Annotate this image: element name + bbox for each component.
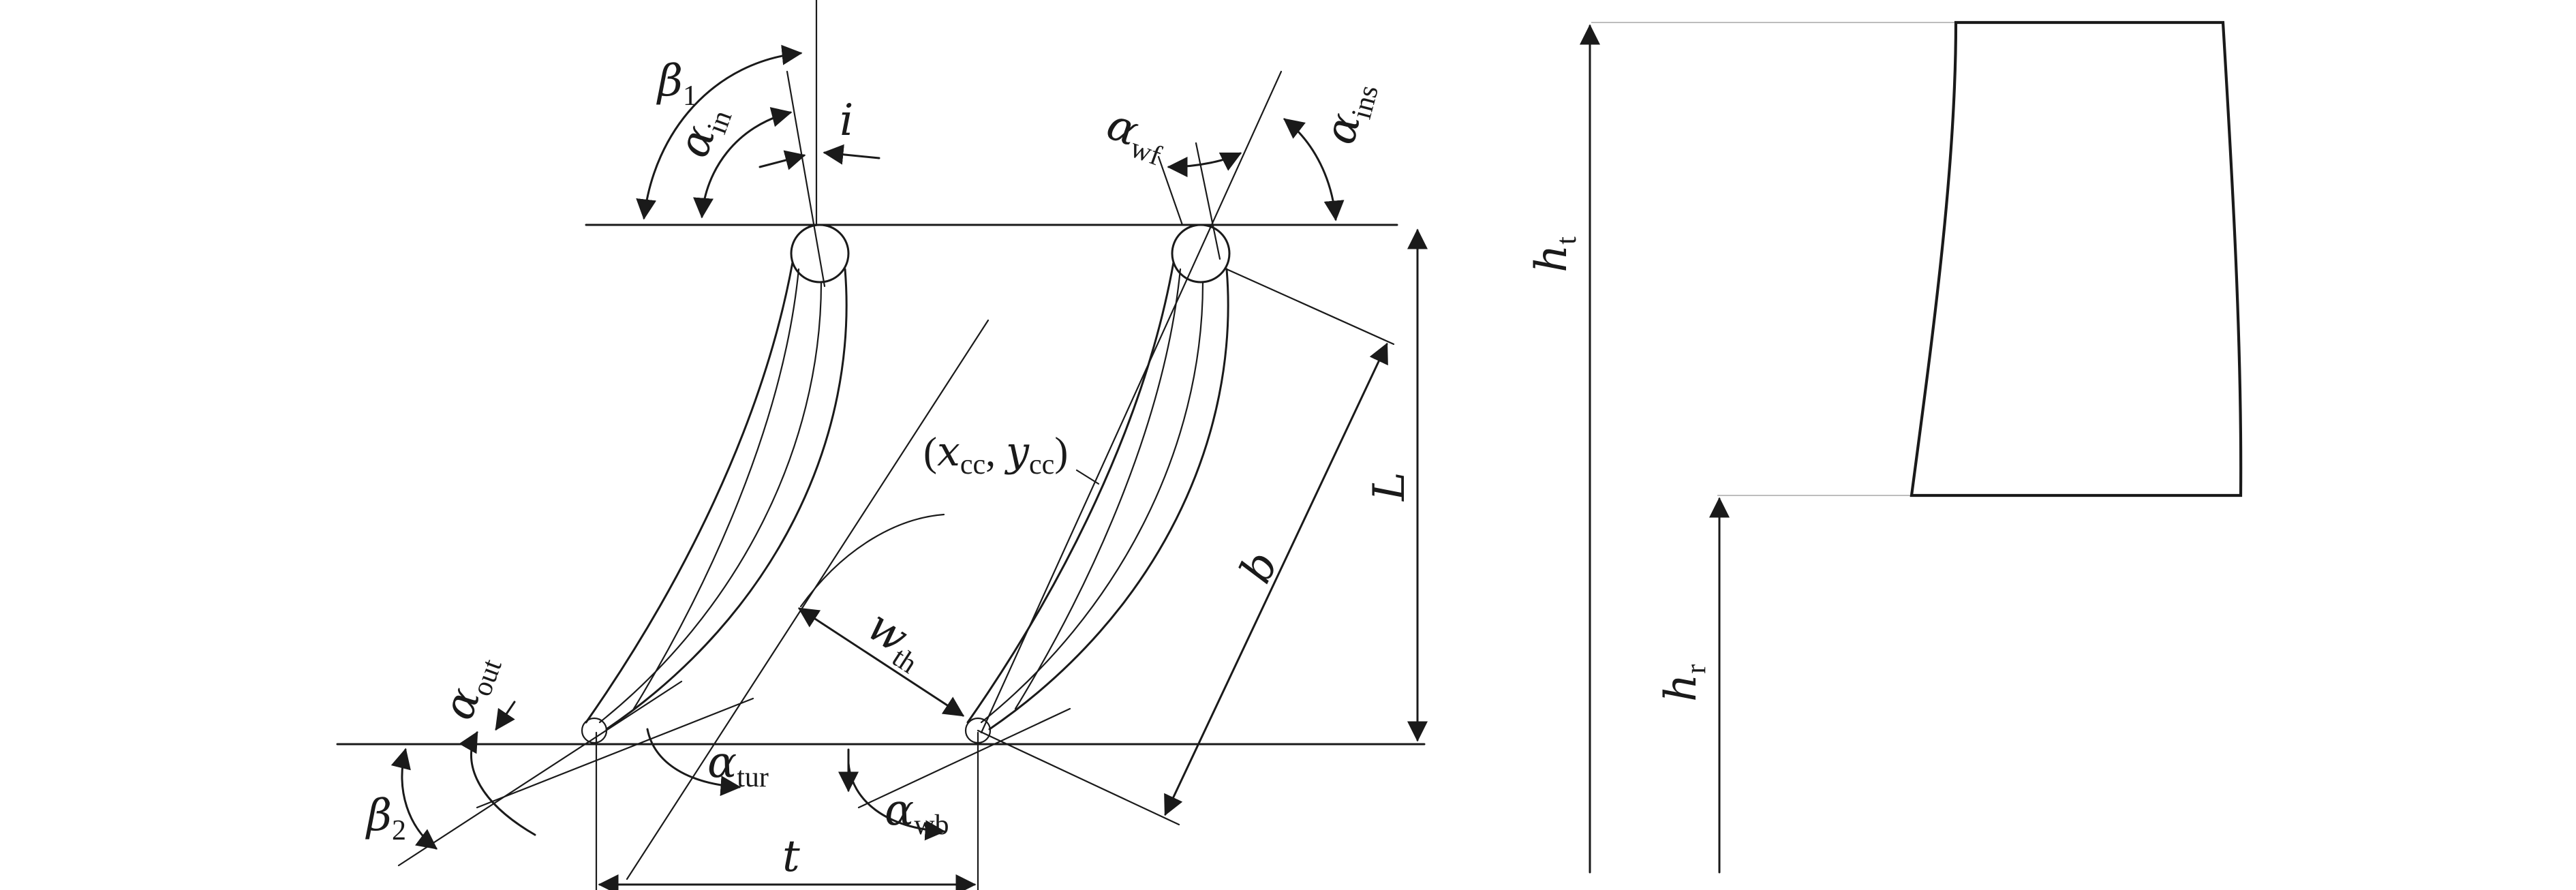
incidence-arrow-left bbox=[758, 150, 806, 170]
camber-line-left bbox=[598, 281, 823, 724]
leading-edge-circle-right bbox=[1171, 224, 1231, 283]
inlet-flow-direction-line bbox=[980, 70, 1283, 734]
true-chord-label: b bbox=[1231, 544, 1288, 591]
exit-metal-line bbox=[476, 697, 754, 809]
incidence-label: i bbox=[840, 95, 853, 146]
span-geometry: ht hr bbox=[1527, 20, 2243, 874]
camber-line-right bbox=[980, 281, 1204, 724]
alpha-out-label: αout bbox=[433, 647, 508, 728]
beta1-angle-arc bbox=[636, 44, 803, 220]
leading-edge-circle-left bbox=[790, 224, 850, 283]
alpha-tur-label: αtur bbox=[707, 737, 769, 793]
alpha-wb-label: αwb bbox=[885, 785, 949, 841]
blade-chord-top-extension bbox=[1225, 268, 1395, 346]
centroid-label: (xcc, ycc) bbox=[923, 428, 1068, 480]
root-height-label: hr bbox=[1656, 664, 1712, 702]
exit-flow-line bbox=[397, 680, 683, 867]
centroid-leader-line bbox=[1075, 469, 1100, 485]
suction-side-tangent-arc bbox=[799, 513, 945, 608]
axial-chord-label: L bbox=[1364, 472, 1415, 502]
blade-inlet-angle-line bbox=[786, 70, 826, 288]
alpha-ins-label: αins bbox=[1315, 76, 1385, 151]
beta2-label: β2 bbox=[365, 791, 406, 846]
true-chord-dimension bbox=[1164, 342, 1388, 816]
blade-pressure-side-left bbox=[585, 261, 794, 724]
blade-inner-line-left bbox=[632, 268, 800, 710]
blade-suction-side-left bbox=[605, 268, 848, 731]
throat-tangent-line bbox=[626, 319, 990, 880]
alpha-in-angle-arc bbox=[693, 107, 793, 219]
blade-inner-line-right bbox=[1014, 268, 1182, 710]
blade-pressure-side-right bbox=[966, 261, 1175, 724]
beta2-angle-arc bbox=[390, 748, 438, 850]
alpha-wf-angle-arc bbox=[1167, 152, 1242, 177]
blade-span-profile bbox=[1910, 20, 2243, 497]
blade-suction-side-right bbox=[988, 268, 1229, 731]
incidence-arrow-right bbox=[823, 144, 880, 165]
pitch-label: t bbox=[782, 831, 800, 882]
alpha-in-label: αin bbox=[668, 98, 738, 166]
cascade-geometry: β1 αin i αwf αins (xcc, ycc) L b wth αou… bbox=[336, 0, 1428, 890]
alpha-wf-label: αwf bbox=[1099, 99, 1174, 172]
alpha-ins-angle-arc bbox=[1283, 118, 1345, 221]
beta1-label: β1 bbox=[656, 56, 697, 112]
wedge-back-line bbox=[857, 707, 1071, 809]
alpha-out-angle-arc bbox=[459, 731, 536, 836]
blade-chord-bottom-extension bbox=[977, 729, 1180, 826]
alpha-out-arrow bbox=[495, 701, 516, 731]
throat-width-dimension bbox=[797, 607, 965, 717]
alpha-tur-angle-arc bbox=[646, 728, 741, 797]
tip-height-label: ht bbox=[1527, 236, 1582, 273]
wedge-front-line-b bbox=[1157, 155, 1184, 226]
throat-width-label: wth bbox=[855, 600, 936, 679]
